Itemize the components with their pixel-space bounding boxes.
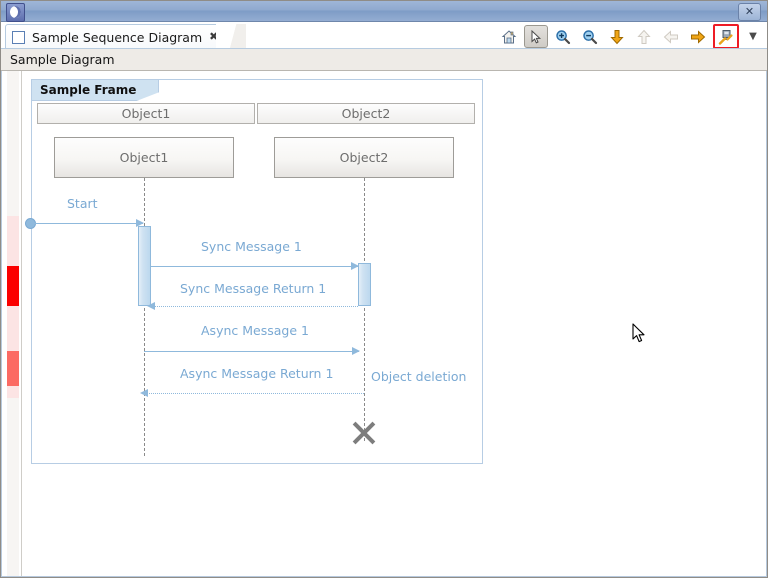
header-bar-label: Object2 [341, 106, 391, 121]
activation-object2[interactable] [358, 263, 371, 306]
lifeline-head-object2[interactable]: Object2 [274, 137, 454, 178]
lifeline-label: Object1 [119, 150, 169, 165]
mouse-cursor [632, 323, 646, 344]
window-close-button[interactable]: ✕ [738, 3, 761, 21]
zoom-in-icon[interactable] [551, 25, 575, 48]
arrow-head-left [140, 389, 148, 397]
diagram-description-bar: Sample Diagram [1, 49, 767, 71]
message-line-sync-message-return-1[interactable] [151, 306, 358, 307]
arrow-head-left [147, 302, 155, 310]
arrow-left-icon [659, 25, 683, 48]
diagram-editor[interactable]: Sample Frame Object1 Object2 Object1 Obj… [1, 71, 767, 577]
overview-ruler[interactable] [2, 71, 22, 576]
pin-view-icon[interactable] [713, 24, 739, 49]
arrow-down-icon[interactable] [605, 25, 629, 48]
tab-sample-sequence-diagram[interactable]: Sample Sequence Diagram ✖ [5, 24, 230, 49]
diagram-file-icon [12, 30, 25, 44]
header-bar-object2[interactable]: Object2 [257, 103, 475, 124]
header-bar-object1[interactable]: Object1 [37, 103, 255, 124]
editor-tabstrip: Sample Sequence Diagram ✖ [1, 22, 767, 50]
arrow-up-icon [632, 25, 656, 48]
diagram-title: Sample Diagram [10, 52, 115, 67]
home-icon[interactable] [497, 25, 521, 48]
arrow-head-right [351, 262, 359, 270]
diagram-canvas[interactable]: Sample Frame Object1 Object2 Object1 Obj… [23, 71, 766, 576]
lifeline-head-object1[interactable]: Object1 [54, 137, 234, 178]
frame-label: Sample Frame [32, 80, 160, 101]
error-marker[interactable] [7, 266, 19, 306]
message-line-start[interactable] [30, 223, 143, 224]
tab-label: Sample Sequence Diagram [32, 29, 203, 45]
message-line-async-message-return-1[interactable] [144, 393, 364, 394]
tabstrip-tail [216, 24, 246, 50]
message-label-object-deletion: Object deletion [371, 369, 467, 384]
arrow-head-right [352, 347, 360, 355]
zoom-out-icon[interactable] [578, 25, 602, 48]
message-line-sync-message-1[interactable] [151, 266, 358, 267]
activation-object1[interactable] [138, 226, 151, 306]
diagram-toolbar: ▼ [493, 24, 763, 49]
eclipse-icon [6, 3, 25, 22]
arrow-head-right [136, 219, 144, 227]
lifeline-dash-object2 [364, 178, 365, 441]
message-label-async-message-1: Async Message 1 [201, 323, 309, 338]
message-label-sync-message-return-1: Sync Message Return 1 [180, 281, 327, 296]
window-titlebar: ✕ [1, 1, 767, 22]
chevron-down-icon[interactable]: ▼ [749, 31, 757, 42]
message-label-start: Start [67, 196, 98, 211]
lifeline-label: Object2 [339, 150, 389, 165]
object-deletion-x-icon[interactable] [350, 419, 378, 447]
header-bar-label: Object1 [121, 106, 171, 121]
select-pointer-icon[interactable] [524, 25, 548, 48]
arrow-right-icon[interactable] [686, 25, 710, 48]
toolbar-separator [742, 27, 744, 47]
message-label-async-message-return-1: Async Message Return 1 [180, 366, 334, 381]
message-line-async-message-1[interactable] [144, 351, 359, 352]
message-label-sync-message-1: Sync Message 1 [201, 239, 302, 254]
warning-marker[interactable] [7, 351, 19, 386]
lifeline-dash-object1 [144, 178, 145, 456]
close-icon[interactable]: ✖ [209, 30, 219, 43]
